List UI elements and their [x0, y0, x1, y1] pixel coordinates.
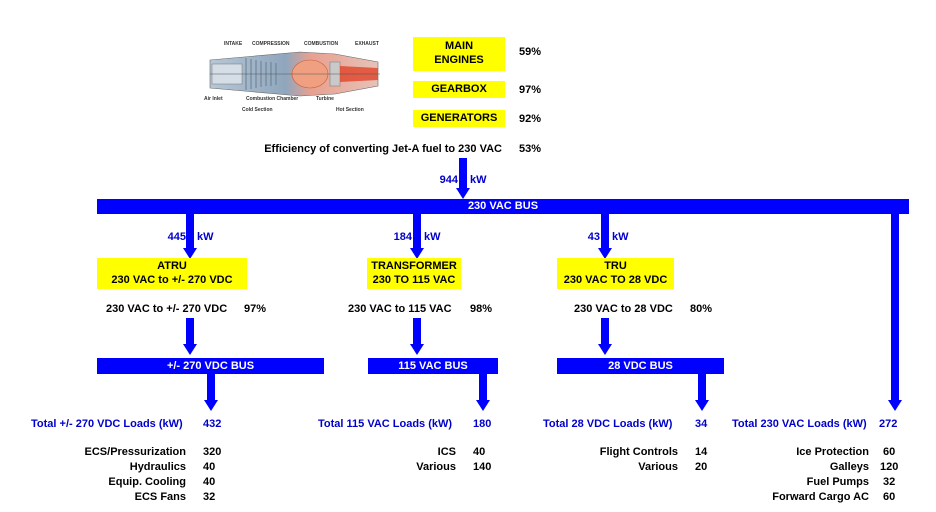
- tru-desc: 230 VAC TO 28 VDC: [563, 274, 668, 286]
- engine-label-combustion: COMBUSTION: [304, 41, 339, 47]
- tru-name: TRU: [604, 260, 627, 272]
- atru-load-name-3: ECS Fans: [134, 491, 186, 503]
- atru-load-name-0: ECS/Pressurization: [84, 446, 186, 458]
- main-engines-box: MAIN ENGINES: [413, 37, 505, 71]
- ac-total-label: Total 230 VAC Loads (kW): [732, 418, 867, 430]
- ac-load-value-3: 60: [883, 491, 896, 503]
- gearbox-efficiency: 97%: [519, 84, 542, 96]
- main-engines-efficiency: 59%: [519, 46, 542, 58]
- main-230vac-bus: 230 VAC BUS: [97, 199, 909, 214]
- engine-label-compression: COMPRESSION: [252, 41, 290, 47]
- tru-box: TRU 230 VAC TO 28 VDC: [557, 258, 674, 289]
- atru-eff-label: 230 VAC to +/- 270 VDC: [106, 303, 228, 315]
- input-power-unit: kW: [470, 174, 487, 186]
- ac-load-name-1: Galleys: [829, 461, 869, 473]
- tru-load-name-1: Various: [638, 461, 678, 473]
- ac-load-value-2: 32: [883, 476, 896, 488]
- engine-label-cold-section: Cold Section: [242, 107, 273, 113]
- transformer-desc: 230 TO 115 VAC: [372, 274, 456, 286]
- tru-eff-label: 230 VAC to 28 VDC: [574, 303, 673, 315]
- transformer-box: TRANSFORMER 230 TO 115 VAC: [367, 258, 461, 289]
- transformer-load-value-1: 140: [473, 461, 492, 473]
- ac-load-value-0: 60: [883, 446, 896, 458]
- atru-load-value-2: 40: [203, 476, 216, 488]
- tru-flow-value: 43: [587, 231, 600, 243]
- tru-load-value-0: 14: [695, 446, 708, 458]
- tru-total-label: Total 28 VDC Loads (kW): [543, 418, 673, 430]
- atru-load-value-1: 40: [203, 461, 216, 473]
- transformer-eff-label: 230 VAC to 115 VAC: [348, 303, 452, 315]
- transformer-total-label: Total 115 VAC Loads (kW): [318, 418, 453, 430]
- ac-load-name-0: Ice Protection: [796, 446, 869, 458]
- atru-total-label: Total +/- 270 VDC Loads (kW): [31, 418, 183, 430]
- transformer-load-value-0: 40: [473, 446, 486, 458]
- input-power-value: 944: [439, 174, 458, 186]
- transformer-load-name-0: ICS: [437, 446, 456, 458]
- engine-label-air-inlet: Air Inlet: [204, 96, 223, 102]
- atru-flow-unit: kW: [197, 231, 214, 243]
- generators-box: GENERATORS: [413, 110, 505, 127]
- atru-box: ATRU 230 VAC to +/- 270 VDC: [97, 258, 247, 289]
- bus-115vac: 115 VAC BUS: [368, 358, 498, 374]
- tru-load-value-1: 20: [695, 461, 708, 473]
- engine-label-hot-section: Hot Section: [336, 107, 364, 113]
- engine-label-combustion-chamber: Combustion Chamber: [246, 96, 298, 102]
- gearbox-box: GEARBOX: [413, 81, 505, 98]
- atru-flow-value: 445: [167, 231, 186, 243]
- transformer-flow-value: 184: [393, 231, 412, 243]
- transformer-load-name-1: Various: [416, 461, 456, 473]
- bus-270vdc: +/- 270 VDC BUS: [97, 358, 324, 374]
- ac-load-name-2: Fuel Pumps: [806, 476, 869, 488]
- atru-name: ATRU: [157, 260, 187, 272]
- tru-load-name-0: Flight Controls: [599, 446, 678, 458]
- tru-eff-value: 80%: [690, 303, 713, 315]
- transformer-name: TRANSFORMER: [371, 260, 457, 272]
- ac-load-name-3: Forward Cargo AC: [772, 491, 869, 503]
- atru-eff-value: 97%: [244, 303, 267, 315]
- jet-engine-illustration: INTAKE COMPRESSION COMBUSTION EXHAUST Ai…: [204, 41, 380, 113]
- transformer-eff-value: 98%: [470, 303, 493, 315]
- tru-flow-unit: kW: [612, 231, 629, 243]
- atru-load-value-3: 32: [203, 491, 216, 503]
- engine-label-intake: INTAKE: [224, 41, 243, 47]
- generators-efficiency: 92%: [519, 113, 542, 125]
- ac-load-value-1: 120: [880, 461, 899, 473]
- atru-desc: 230 VAC to +/- 270 VDC: [111, 274, 233, 286]
- transformer-total-value: 180: [473, 418, 492, 430]
- engine-label-turbine: Turbine: [316, 96, 334, 102]
- atru-total-value: 432: [203, 418, 222, 430]
- overall-efficiency-label: Efficiency of converting Jet-A fuel to 2…: [264, 143, 502, 155]
- bus-28vdc: 28 VDC BUS: [557, 358, 724, 374]
- engine-label-exhaust: EXHAUST: [355, 41, 379, 47]
- atru-load-value-0: 320: [203, 446, 222, 458]
- tru-total-value: 34: [695, 418, 708, 430]
- atru-load-name-2: Equip. Cooling: [108, 476, 186, 488]
- overall-efficiency-value: 53%: [519, 143, 542, 155]
- ac-total-value: 272: [879, 418, 898, 430]
- atru-load-name-1: Hydraulics: [129, 461, 186, 473]
- transformer-flow-unit: kW: [424, 231, 441, 243]
